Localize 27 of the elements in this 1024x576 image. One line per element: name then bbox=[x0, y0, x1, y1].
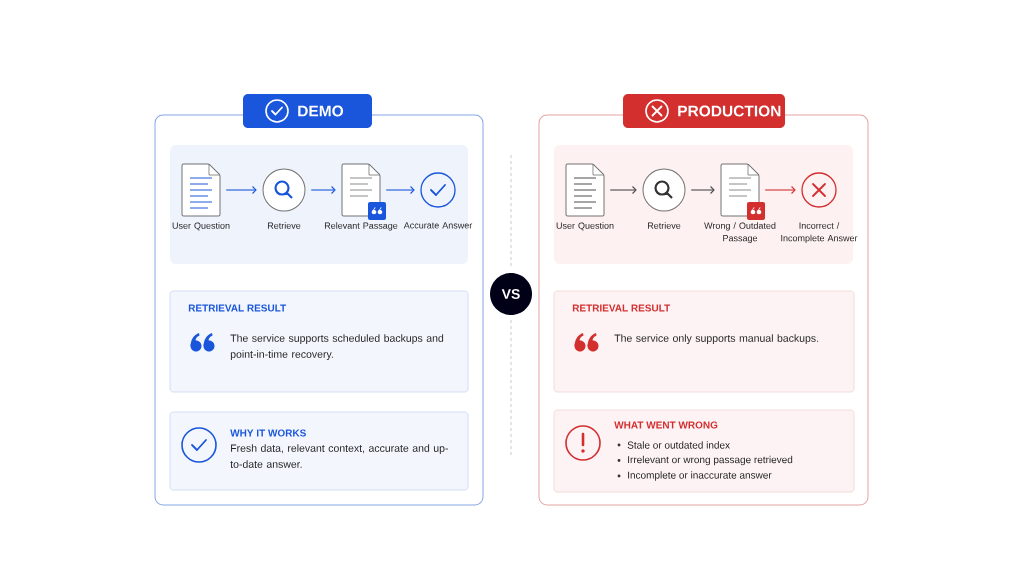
card-text: Fresh data, relevant context, accurate and up-to-date answer. bbox=[230, 444, 448, 468]
bullet-item: Incomplete or inaccurate answer bbox=[617, 471, 772, 481]
card-heading: WHY IT WORKS bbox=[230, 429, 306, 437]
step-label: Incorrect / Incomplete Answer bbox=[781, 222, 858, 244]
card-heading: RETRIEVAL RESULT bbox=[572, 304, 671, 312]
bullet-item: Stale or outdated index bbox=[617, 441, 730, 449]
step-label: Accurate Answer bbox=[403, 222, 473, 229]
card-heading: RETRIEVAL RESULT bbox=[188, 304, 287, 312]
arrow bbox=[310, 185, 336, 195]
card-heading: WHAT WENT WRONG bbox=[614, 421, 718, 429]
vs-badge: VS bbox=[490, 273, 532, 315]
quote-text: The service supports scheduled backups and point-in-time recovery. bbox=[230, 334, 444, 360]
step-label: Retrieve bbox=[268, 222, 301, 229]
step-label: User Question bbox=[556, 222, 614, 231]
bullet-item: Irrelevant or wrong passage retrieved bbox=[617, 455, 793, 466]
step-label: Retrieve bbox=[648, 222, 681, 229]
step-label: Relevant Passage bbox=[324, 222, 398, 231]
arrow bbox=[690, 185, 715, 195]
step-label: Wrong / Outdated Passage bbox=[704, 222, 776, 244]
arrow bbox=[225, 185, 257, 195]
panel-badge: DEMO bbox=[243, 94, 372, 128]
arrow bbox=[385, 185, 415, 195]
panel-badge: PRODUCTION bbox=[623, 94, 785, 128]
arrow bbox=[764, 185, 796, 195]
quote-text: The service only supports manual backups. bbox=[614, 334, 819, 344]
step-label: User Question bbox=[172, 222, 230, 231]
arrow bbox=[609, 185, 637, 195]
